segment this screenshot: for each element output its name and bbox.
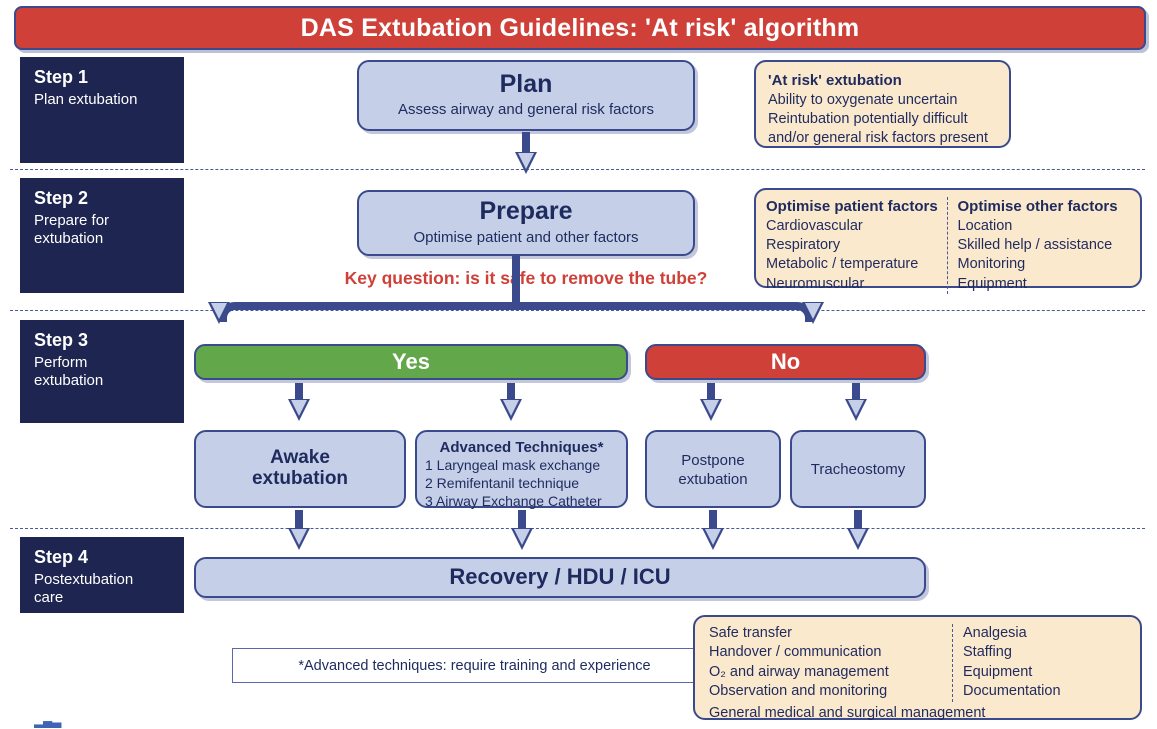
decision-no-bar: No <box>645 344 926 380</box>
step-4-title: Step 4 <box>34 547 89 567</box>
awake-extubation-box: Awake extubation <box>194 430 406 508</box>
page-title: DAS Extubation Guidelines: 'At risk' alg… <box>14 6 1146 50</box>
arrow-fork-to-no <box>802 302 824 336</box>
at-risk-line-1: Ability to oxygenate uncertain <box>768 91 958 108</box>
advanced-box-item-1: 1 Laryngeal mask exchange <box>425 457 601 473</box>
arrow-yes-to-awake <box>288 383 310 429</box>
postextubation-left-item-3: O₂ and airway management <box>709 663 889 680</box>
optimise-patient-item-2: Respiratory <box>766 236 841 253</box>
arrow-postpone-to-recovery <box>702 510 724 558</box>
optimise-patient-item-4: Neuromuscular <box>766 275 865 292</box>
postextubation-left-item-2: Handover / communication <box>709 644 882 661</box>
optimise-other-item-3: Monitoring <box>957 256 1026 273</box>
plan-box: Plan Assess airway and general risk fact… <box>357 60 695 131</box>
recovery-bar-label: Recovery / HDU / ICU <box>449 564 671 590</box>
postpone-extubation-box: Postpone extubation <box>645 430 781 508</box>
optimise-patient-item-3: Metabolic / temperature <box>766 256 919 273</box>
prepare-box-subtext: Optimise patient and other factors <box>413 228 639 246</box>
step-1-subtitle: Plan extubation <box>34 90 138 108</box>
postpone-box-line-2: extubation <box>678 470 748 488</box>
advanced-box-item-2: 2 Remifentanil technique <box>425 475 580 492</box>
optimise-other-item-2: Skilled help / assistance <box>957 236 1113 253</box>
step-3-subtitle: Perform extubation <box>34 353 104 389</box>
postextubation-full-width-item: General medical and surgical management <box>709 704 986 721</box>
at-risk-line-2: Reintubation potentially difficult <box>768 110 968 127</box>
step-block-2: Step 2 Prepare for extubation <box>20 178 184 293</box>
optimise-patient-heading: Optimise patient factors <box>766 198 938 215</box>
plan-box-heading: Plan <box>499 69 553 98</box>
arrow-tracheostomy-to-recovery <box>847 510 869 558</box>
awake-box-line-1: Awake <box>270 447 330 469</box>
step-3-title: Step 3 <box>34 330 89 350</box>
at-risk-panel: 'At risk' extubation Ability to oxygenat… <box>754 60 1011 148</box>
optimise-other-column: Optimise other factors Location Skilled … <box>958 197 1131 294</box>
optimise-other-item-4: Equipment <box>957 275 1027 292</box>
footnote-box: *Advanced techniques: require training a… <box>232 648 717 683</box>
postpone-box-line-1: Postpone <box>681 451 745 469</box>
arrow-no-to-postpone <box>700 383 722 429</box>
at-risk-heading: 'At risk' extubation <box>768 72 902 89</box>
postextubation-left-item-4: Observation and monitoring <box>709 683 888 700</box>
step-2-title: Step 2 <box>34 188 89 208</box>
postextubation-right-item-1: Analgesia <box>963 625 1027 641</box>
optimise-other-item-1: Location <box>957 217 1013 234</box>
arrow-yes-to-advanced <box>500 383 522 429</box>
optimise-panel: Optimise patient factors Cardiovascular … <box>754 188 1142 295</box>
step-block-3: Step 3 Perform extubation <box>20 320 184 423</box>
postextubation-left-column: Safe transfer Handover / communication O… <box>709 624 944 702</box>
arrow-fork-to-yes <box>208 302 230 336</box>
divider-step1-step2 <box>10 169 1145 170</box>
at-risk-line-3: and/or general risk factors present <box>768 130 989 147</box>
optimise-patient-item-1: Cardiovascular <box>766 217 863 234</box>
step-4-subtitle: Postextubation care <box>34 570 134 606</box>
decision-yes-bar: Yes <box>194 344 628 380</box>
tracheostomy-box-line-1: Tracheostomy <box>810 461 906 479</box>
arrow-plan-to-prepare <box>515 132 537 182</box>
postextubation-left-item-1: Safe transfer <box>709 625 793 641</box>
postextubation-care-panel: Safe transfer Handover / communication O… <box>693 615 1142 721</box>
postextubation-right-column: Analgesia Staffing Equipment Documentati… <box>963 624 1126 702</box>
awake-box-line-2: extubation <box>251 468 349 489</box>
advanced-techniques-box: Advanced Techniques* 1 Laryngeal mask ex… <box>415 430 628 510</box>
plan-box-subtext: Assess airway and general risk factors <box>398 101 654 119</box>
step-2-subtitle: Prepare for extubation <box>34 211 110 247</box>
fork-connector-yes-no <box>219 256 813 322</box>
arrow-awake-to-recovery <box>288 510 310 558</box>
postextubation-right-item-2: Staffing <box>963 644 1012 661</box>
optimise-column-divider <box>946 197 948 295</box>
step-block-1: Step 1 Plan extubation <box>20 57 184 163</box>
tracheostomy-box: Tracheostomy <box>790 430 926 508</box>
postextubation-right-item-3: Equipment <box>963 663 1033 680</box>
postextubation-column-divider <box>952 624 953 702</box>
postextubation-right-item-4: Documentation <box>963 683 1061 700</box>
step-1-title: Step 1 <box>34 67 89 87</box>
arrow-advanced-to-recovery <box>511 510 533 558</box>
das-logo-icon: ▂▄▃ <box>34 714 61 728</box>
divider-step2-step3 <box>10 310 1145 311</box>
key-question: Key question: is it safe to remove the t… <box>344 268 708 288</box>
advanced-box-item-3: 3 Airway Exchange Catheter <box>425 493 602 510</box>
optimise-other-heading: Optimise other factors <box>957 198 1118 215</box>
divider-step3-step4 <box>10 528 1145 529</box>
prepare-box-heading: Prepare <box>479 197 573 226</box>
arrow-no-to-tracheostomy <box>845 383 867 429</box>
optimise-patient-column: Optimise patient factors Cardiovascular … <box>766 197 939 294</box>
footnote-text: *Advanced techniques: require training a… <box>298 657 651 674</box>
recovery-bar: Recovery / HDU / ICU <box>194 557 926 598</box>
advanced-box-heading: Advanced Techniques* <box>439 439 604 456</box>
step-block-4: Step 4 Postextubation care <box>20 537 184 613</box>
prepare-box: Prepare Optimise patient and other facto… <box>357 190 695 256</box>
